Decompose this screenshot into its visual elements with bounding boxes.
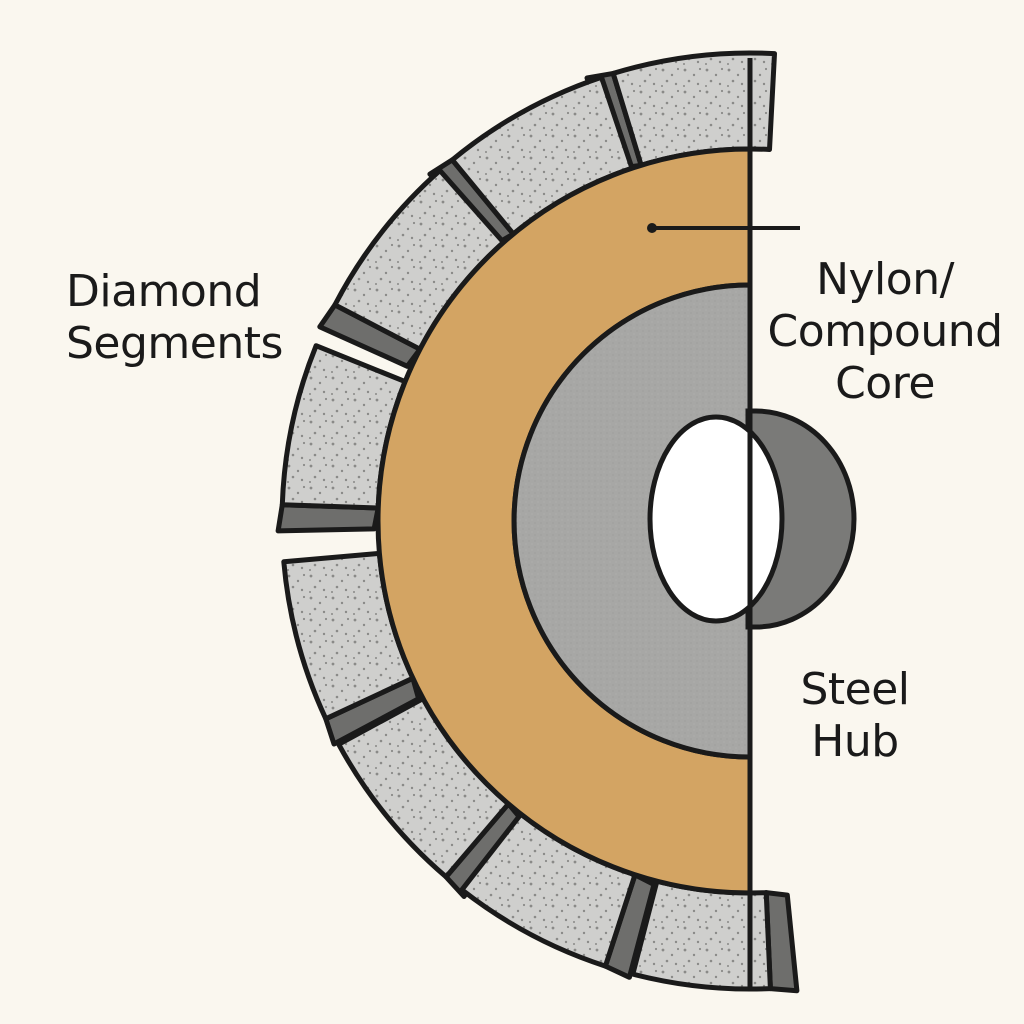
diamond-segments-label-line-1: Diamond [66, 266, 262, 317]
steel-hub [511, 282, 753, 760]
diamond-segments-label-line-2: Segments [66, 318, 283, 369]
diamond-segments-label: Diamond Segments [66, 266, 283, 370]
core-label: Nylon/ Compound Core [760, 254, 1010, 410]
arbor-hole [647, 414, 785, 624]
core-label-line-1: Nylon/ [816, 254, 954, 305]
core-label-line-3: Core [835, 358, 935, 409]
hub-label-line-1: Steel [800, 664, 910, 715]
core-label-line-2: Compound [767, 306, 1003, 357]
hub-label-line-2: Hub [811, 716, 899, 767]
hub-label: Steel Hub [790, 664, 920, 768]
core-leader-dot [647, 223, 657, 233]
